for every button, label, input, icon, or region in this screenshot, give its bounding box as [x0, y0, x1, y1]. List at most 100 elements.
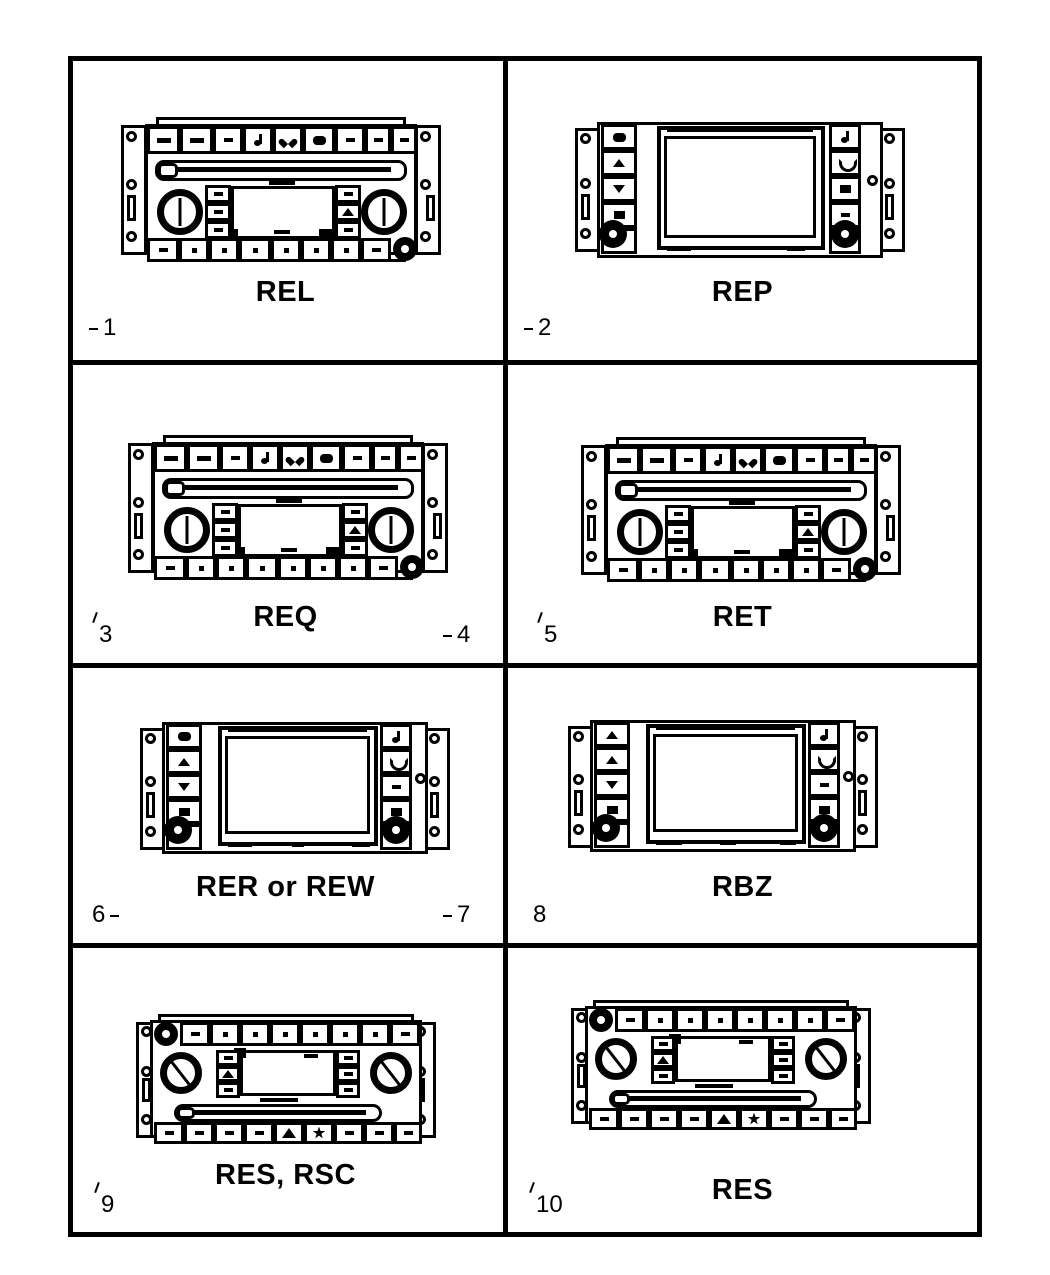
preset-button-2[interactable] — [186, 556, 216, 580]
mid-right-button-2[interactable] — [342, 521, 368, 539]
left-col-button-down[interactable] — [166, 774, 202, 799]
bottom-button-9[interactable] — [394, 1122, 422, 1144]
preset-button-8[interactable] — [368, 556, 398, 580]
top-button-2[interactable] — [180, 126, 213, 154]
preset-button-5[interactable] — [271, 238, 301, 262]
top-preset-5[interactable] — [270, 1022, 300, 1046]
mid-left-button-3[interactable] — [665, 541, 691, 559]
cd-eject-tab[interactable] — [612, 1093, 630, 1105]
mid-right-button-1[interactable] — [336, 1050, 360, 1066]
top-button-1[interactable] — [154, 444, 187, 472]
bottom-button-home[interactable] — [709, 1108, 739, 1130]
mid-right-button-2[interactable] — [336, 1066, 360, 1082]
right-rotary-knob[interactable] — [370, 1052, 412, 1094]
mid-left-button-3[interactable] — [651, 1068, 675, 1084]
preset-button-3[interactable] — [216, 556, 246, 580]
top-preset-3[interactable] — [210, 1022, 240, 1046]
mid-left-button-2[interactable] — [665, 523, 691, 541]
right-power-knob[interactable] — [831, 220, 859, 248]
top-button-3[interactable] — [220, 444, 250, 472]
top-button-note[interactable] — [250, 444, 280, 472]
right-rotary-knob[interactable] — [361, 189, 407, 235]
bottom-button-star[interactable] — [739, 1108, 769, 1130]
cd-eject-tab[interactable] — [618, 483, 638, 498]
left-rotary-knob[interactable] — [595, 1038, 637, 1080]
left-rotary-knob[interactable] — [160, 1052, 202, 1094]
preset-button-1[interactable] — [607, 558, 639, 582]
mid-left-button-2[interactable] — [205, 203, 231, 221]
top-button-9[interactable] — [851, 446, 877, 474]
top-button-3[interactable] — [673, 446, 703, 474]
left-power-knob[interactable] — [599, 220, 627, 248]
mid-right-button-1[interactable] — [795, 505, 821, 523]
mid-right-button-3[interactable] — [771, 1068, 795, 1084]
top-button-1[interactable] — [607, 446, 640, 474]
left-rotary-knob[interactable] — [617, 509, 663, 555]
mid-left-button-3[interactable] — [212, 539, 238, 557]
preset-button-4[interactable] — [239, 238, 271, 262]
top-button-note[interactable] — [243, 126, 273, 154]
mid-left-button-2[interactable] — [651, 1052, 675, 1068]
right-power-knob[interactable] — [810, 814, 838, 842]
right-col-button-3[interactable] — [380, 774, 412, 799]
preset-button-6[interactable] — [761, 558, 791, 582]
top-button-6[interactable] — [303, 126, 335, 154]
preset-button-3[interactable] — [669, 558, 699, 582]
top-button-2[interactable] — [640, 446, 673, 474]
left-power-knob[interactable] — [164, 816, 192, 844]
cd-eject-tab[interactable] — [177, 1107, 195, 1119]
preset-button-5[interactable] — [278, 556, 308, 580]
mid-right-button-2[interactable] — [771, 1052, 795, 1068]
bottom-button-star[interactable] — [304, 1122, 334, 1144]
top-button-9[interactable] — [398, 444, 424, 472]
preset-button-5[interactable] — [731, 558, 761, 582]
right-rotary-knob[interactable] — [805, 1038, 847, 1080]
mid-left-button-1[interactable] — [212, 503, 238, 521]
mid-left-button-3[interactable] — [205, 221, 231, 239]
top-button-heart[interactable] — [273, 126, 303, 154]
left-col-button-down[interactable] — [601, 176, 637, 202]
mid-left-button-2[interactable] — [216, 1066, 240, 1082]
top-button-1[interactable] — [147, 126, 180, 154]
mid-left-button-1[interactable] — [216, 1050, 240, 1066]
right-col-button-mute[interactable] — [829, 124, 861, 150]
preset-button-4[interactable] — [699, 558, 731, 582]
left-col-button-down[interactable] — [594, 772, 630, 797]
right-rotary-knob[interactable] — [821, 509, 867, 555]
bottom-button-3[interactable] — [214, 1122, 244, 1144]
top-preset-9[interactable] — [390, 1022, 420, 1046]
right-power-knob[interactable] — [382, 816, 410, 844]
top-preset-7[interactable] — [765, 1008, 795, 1032]
preset-button-2[interactable] — [179, 238, 209, 262]
preset-button-6[interactable] — [301, 238, 331, 262]
left-col-button-1[interactable] — [166, 724, 202, 749]
bottom-button-2[interactable] — [619, 1108, 649, 1130]
top-power-knob[interactable] — [589, 1008, 613, 1032]
top-button-2[interactable] — [187, 444, 220, 472]
bottom-button-7[interactable] — [769, 1108, 799, 1130]
top-preset-2[interactable] — [615, 1008, 645, 1032]
mid-right-button-2[interactable] — [335, 203, 361, 221]
mid-right-button-3[interactable] — [342, 539, 368, 557]
mid-right-button-1[interactable] — [771, 1036, 795, 1052]
left-col-button-up[interactable] — [601, 150, 637, 176]
top-button-7[interactable] — [342, 444, 372, 472]
top-button-8[interactable] — [825, 446, 851, 474]
top-button-6[interactable] — [310, 444, 342, 472]
top-preset-6[interactable] — [735, 1008, 765, 1032]
bottom-button-8[interactable] — [364, 1122, 394, 1144]
mid-left-button-1[interactable] — [651, 1036, 675, 1052]
bottom-button-4[interactable] — [244, 1122, 274, 1144]
preset-button-6[interactable] — [308, 556, 338, 580]
top-preset-3[interactable] — [645, 1008, 675, 1032]
left-col-button-1[interactable] — [594, 722, 630, 747]
right-col-button-phone[interactable] — [380, 749, 412, 774]
power-knob[interactable] — [853, 557, 877, 581]
preset-button-4[interactable] — [246, 556, 278, 580]
preset-button-8[interactable] — [821, 558, 851, 582]
bottom-button-2[interactable] — [184, 1122, 214, 1144]
bottom-button-home[interactable] — [274, 1122, 304, 1144]
preset-button-3[interactable] — [209, 238, 239, 262]
preset-button-7[interactable] — [791, 558, 821, 582]
right-col-button-phone[interactable] — [808, 747, 840, 772]
